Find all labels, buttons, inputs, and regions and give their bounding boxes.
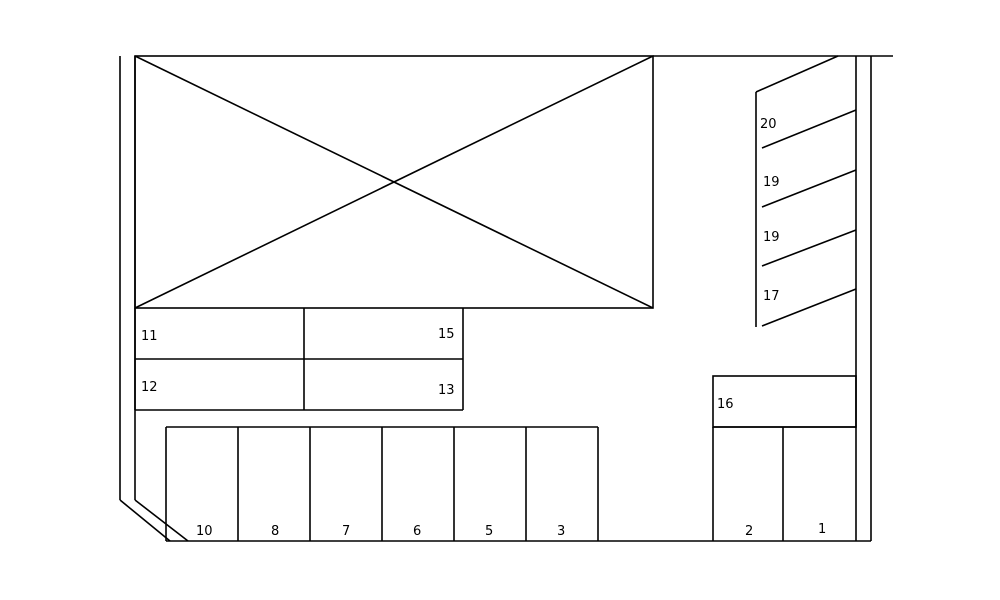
space-label-11: 11 (141, 329, 158, 344)
left-inner-wall-corner (134, 499, 189, 542)
space-label-15: 15 (438, 327, 455, 342)
left-outer-wall-corner (119, 499, 171, 542)
angled-bay-line (761, 288, 857, 327)
space-label-1: 1 (818, 522, 826, 537)
building-outline (134, 55, 654, 309)
space-label-20: 20 (760, 117, 777, 132)
bottom-right-bays (712, 426, 856, 541)
space-label-2: 2 (745, 524, 753, 539)
angled-bay-line (755, 55, 839, 93)
space-label-7: 7 (342, 524, 350, 539)
space-label-16: 16 (717, 397, 734, 412)
space-labels: 11 12 15 13 16 20 19 19 17 10 8 7 6 5 3 … (141, 117, 826, 539)
space-label-6: 6 (413, 524, 421, 539)
building-block (134, 55, 654, 309)
space-label-12: 12 (141, 380, 158, 395)
space-label-8: 8 (271, 524, 279, 539)
angled-bay-line (761, 109, 857, 149)
bottom-row-bays (165, 426, 599, 541)
space-label-19: 19 (763, 230, 780, 245)
center-space-block (134, 308, 464, 411)
angled-bays (755, 55, 857, 327)
space-label-19: 19 (763, 175, 780, 190)
angled-bay-line (761, 169, 857, 208)
space-label-3: 3 (557, 524, 565, 539)
space-label-13: 13 (438, 383, 455, 398)
space-label-17: 17 (763, 289, 780, 304)
building-cross-line-b (134, 55, 654, 309)
space-16-block (712, 375, 857, 428)
space-label-5: 5 (485, 524, 493, 539)
angled-bay-line (761, 229, 857, 267)
space-label-10: 10 (196, 524, 213, 539)
space-16-outline (712, 375, 857, 428)
